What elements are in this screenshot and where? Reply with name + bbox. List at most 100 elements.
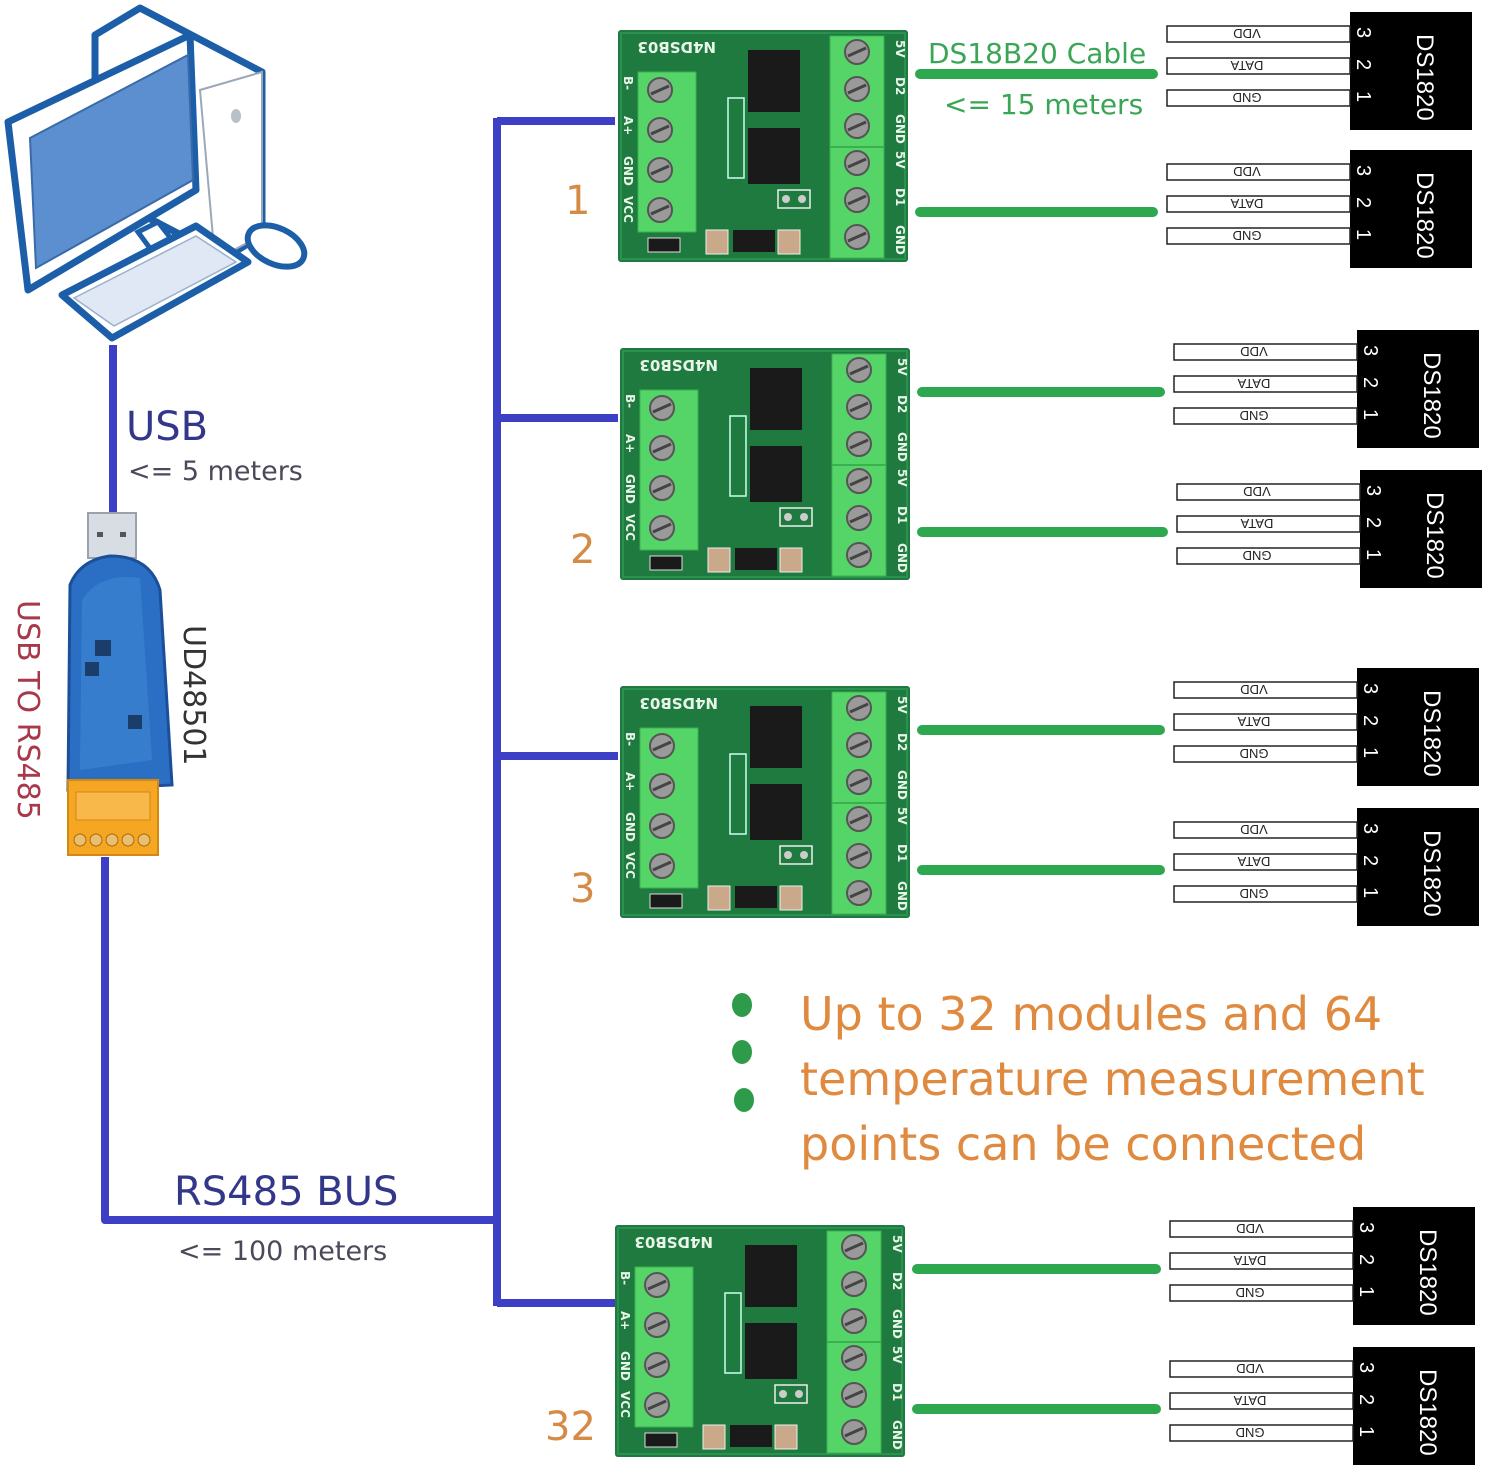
right-pin-label: GND: [893, 114, 907, 144]
capacitor: [702, 1424, 726, 1450]
left-pin-label: VCC: [621, 196, 635, 223]
sensor-body: [1350, 12, 1472, 130]
pin-label: DATA: [1230, 196, 1263, 211]
left-pin-label: A+: [623, 772, 637, 791]
right-pin-label: GND: [890, 1309, 904, 1339]
right-pin-label: GND: [895, 543, 909, 573]
right-pin-label: D2: [895, 395, 909, 413]
pin-number: 3: [1359, 823, 1381, 834]
left-pin-label: VCC: [618, 1391, 632, 1418]
sensor-pin-gnd: [1166, 89, 1351, 107]
right-pin-label: 5V: [890, 1235, 904, 1253]
note-line-2: temperature measurement: [800, 1052, 1425, 1106]
note-line-3: points can be connected: [800, 1117, 1366, 1171]
diode: [649, 555, 683, 571]
sensor-pin-data: [1169, 1392, 1354, 1410]
ic-chip: [750, 368, 802, 430]
pin-label: GND: [1240, 886, 1269, 901]
ic-chip: [748, 128, 800, 184]
pin-label: GND: [1236, 1425, 1265, 1440]
pin-number: 2: [1359, 377, 1381, 388]
right-pin-label: D2: [893, 77, 907, 95]
ic-chip: [745, 1323, 797, 1379]
pin-number: 1: [1362, 549, 1384, 560]
capacitor: [707, 547, 731, 573]
right-pin-label: GND: [890, 1420, 904, 1450]
right-pin-label: GND: [895, 770, 909, 800]
sensor-pin-vdd: [1169, 1220, 1354, 1238]
cable-title: DS18B20 Cable: [928, 37, 1146, 70]
pin-number: 2: [1359, 855, 1381, 866]
right-pin-label: D2: [895, 733, 909, 751]
sensor-pin-vdd: [1169, 1360, 1354, 1378]
pin-number: 2: [1352, 197, 1374, 208]
pin-number: 3: [1362, 485, 1384, 496]
sensor-pin-data: [1176, 515, 1361, 533]
right-pin-label: GND: [895, 881, 909, 911]
module-number-3: 3: [570, 866, 595, 912]
right-pin-label: 5V: [895, 807, 909, 825]
pin-label: VDD: [1243, 484, 1270, 499]
right-pin-label: 5V: [893, 151, 907, 169]
capacitor: [774, 1424, 798, 1450]
sensor-body: [1353, 1347, 1475, 1465]
usb-title: USB: [126, 404, 208, 450]
pin-label: GND: [1240, 746, 1269, 761]
capacitor: [779, 547, 803, 573]
diode: [647, 237, 681, 253]
pin-label: DATA: [1233, 1393, 1266, 1408]
sensor-name: DS1820: [1411, 34, 1438, 121]
sensor-pin-data: [1173, 375, 1358, 393]
right-pin-label: 5V: [895, 358, 909, 376]
right-pin-label: 5V: [893, 40, 907, 58]
ic-chip: [750, 706, 802, 768]
ic-chip: [750, 446, 802, 502]
sensor-name: DS1820: [1418, 352, 1445, 439]
sensor-name: DS1820: [1414, 1369, 1441, 1456]
board-name: N4DSB03: [639, 356, 718, 374]
regulator: [735, 886, 777, 908]
pin-number: 3: [1355, 1362, 1377, 1373]
pin-label: DATA: [1233, 1253, 1266, 1268]
pin-number: 3: [1352, 27, 1374, 38]
module-number-2: 2: [570, 527, 595, 573]
sensor-body: [1360, 470, 1482, 588]
right-pin-label: GND: [893, 225, 907, 255]
rs485-length: <= 100 meters: [178, 1236, 387, 1267]
pin-number: 2: [1362, 517, 1384, 528]
regulator: [733, 230, 775, 252]
sensor-pin-data: [1166, 57, 1351, 75]
sensor-pin-vdd: [1166, 25, 1351, 43]
converter-function-label: USB TO RS485: [10, 600, 45, 820]
module-number-1: 1: [565, 178, 590, 224]
sensor-body: [1357, 808, 1479, 926]
right-pin-label: 5V: [895, 469, 909, 487]
sensor-body: [1353, 1207, 1475, 1325]
module-number-32: 32: [545, 1404, 596, 1450]
sensor-pin-gnd: [1173, 745, 1358, 763]
regulator: [730, 1425, 772, 1447]
pin-label: VDD: [1233, 164, 1260, 179]
pin-number: 2: [1355, 1394, 1377, 1405]
usb-rs485-converter: [66, 512, 174, 856]
left-pin-label: GND: [618, 1351, 632, 1381]
sensor-pin-gnd: [1176, 547, 1361, 565]
sensor-pin-gnd: [1173, 407, 1358, 425]
pin-label: GND: [1233, 228, 1262, 243]
rs485-bus: [101, 117, 618, 1307]
note-line-1: Up to 32 modules and 64: [800, 987, 1382, 1041]
pin-number: 2: [1355, 1254, 1377, 1265]
capacitor: [705, 229, 729, 255]
pin-label: VDD: [1236, 1221, 1263, 1236]
left-pin-label: VCC: [623, 514, 637, 541]
sensor-pin-vdd: [1173, 343, 1358, 361]
left-pin-label: B-: [623, 732, 637, 746]
computer-icon: [4, 4, 308, 342]
